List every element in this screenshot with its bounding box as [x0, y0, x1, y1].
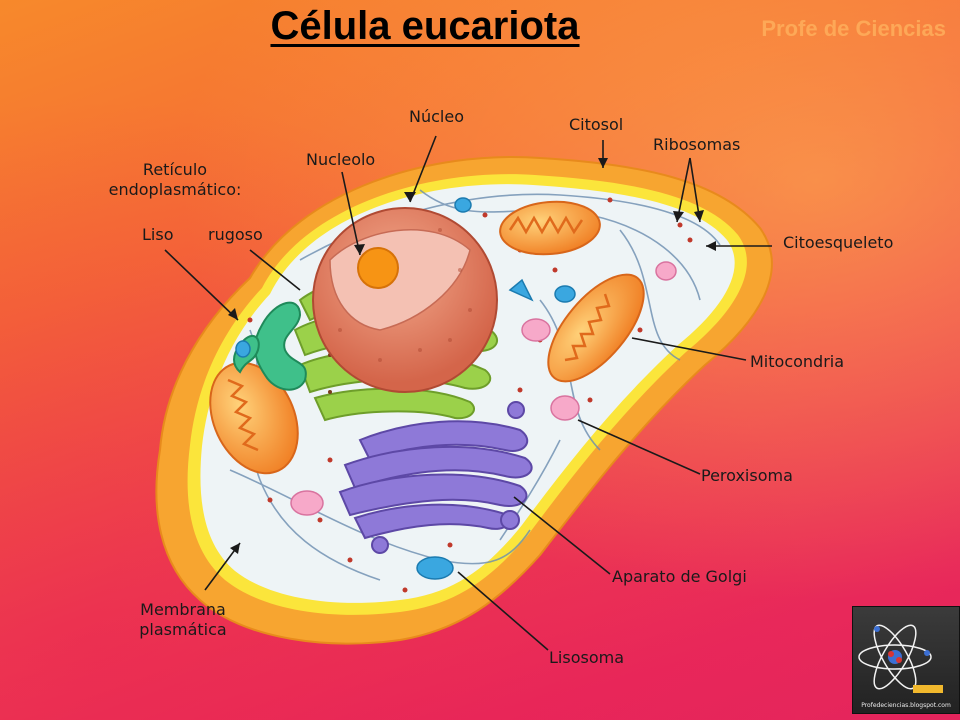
- watermark: Profe de Ciencias: [761, 16, 946, 41]
- label-nucleolo: Nucleolo: [306, 150, 376, 169]
- label-citosol: Citosol: [569, 115, 624, 134]
- label-ribosomas: Ribosomas: [653, 135, 741, 154]
- peroxisomes: [290, 261, 677, 516]
- label-citoesqueleto: Citoesqueleto: [783, 233, 894, 252]
- label-membrana-line2: plasmática: [139, 620, 227, 639]
- nucleus: [312, 207, 498, 393]
- atom-icon: [858, 624, 943, 693]
- label-membrana: Membrana plasmática: [118, 600, 248, 640]
- pointer-arrowheads: [228, 158, 716, 554]
- label-liso: Liso: [142, 225, 174, 244]
- label-mitocondria: Mitocondria: [750, 352, 845, 371]
- label-membrana-line1: Membrana: [140, 600, 226, 619]
- label-reticulo: Retículo endoplasmático:: [100, 160, 250, 200]
- lysosomes: [235, 197, 576, 580]
- label-rugoso: rugoso: [208, 225, 263, 244]
- label-nucleo: Núcleo: [409, 107, 464, 126]
- label-reticulo-line2: endoplasmático:: [108, 180, 242, 199]
- page-title: Célula eucariota: [270, 4, 580, 48]
- logo-caption: Profedeciencias.blogspot.com: [861, 702, 951, 709]
- pointer-lines: [164, 135, 772, 651]
- label-aparato-golgi: Aparato de Golgi: [612, 567, 747, 586]
- mitochondria: [209, 200, 645, 475]
- label-peroxisoma: Peroxisoma: [701, 466, 793, 485]
- golgi-apparatus: [338, 401, 533, 554]
- label-lisosoma: Lisosoma: [549, 648, 624, 667]
- atom-logo: Profedeciencias.blogspot.com: [852, 606, 960, 714]
- label-reticulo-line1: Retículo: [142, 160, 208, 179]
